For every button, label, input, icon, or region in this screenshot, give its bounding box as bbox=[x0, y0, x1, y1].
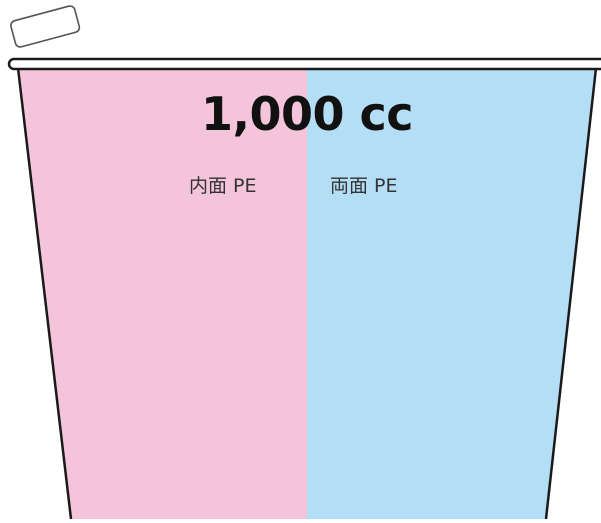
inner-pe-label: 内面 PE bbox=[189, 175, 257, 197]
cup-right-half bbox=[307, 68, 596, 519]
both-sides-pe-label: 両面 PE bbox=[330, 175, 398, 197]
cup-left-wall bbox=[16, 67, 73, 520]
lid-tab bbox=[10, 5, 81, 48]
capacity-label: 1,000 cc bbox=[200, 87, 414, 141]
cup-right-wall bbox=[544, 67, 598, 520]
cup-left-half bbox=[18, 68, 307, 519]
cup-rim bbox=[7, 57, 601, 71]
